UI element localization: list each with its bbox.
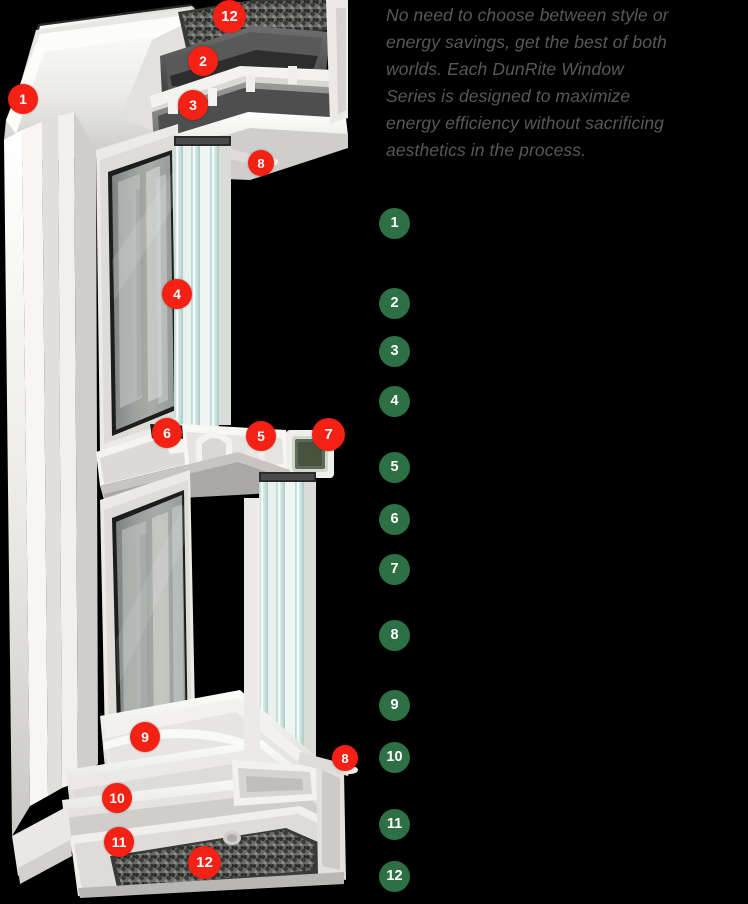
legend-item-3[interactable]: 3 (379, 336, 422, 367)
legend-item-5[interactable]: 5 (379, 452, 422, 483)
exterior-left-slab (12, 806, 72, 884)
intro-paragraph: No need to choose between style or energ… (386, 5, 669, 160)
legend-item-12[interactable]: 12 (379, 861, 422, 892)
upper-sash-group (96, 124, 231, 452)
legend-badge-4: 4 (379, 386, 410, 417)
callout-marker-lower-glazing-bead[interactable]: 8 (332, 745, 358, 771)
legend-badge-12: 12 (379, 861, 410, 892)
callout-marker-upper-glazing-bead[interactable]: 8 (248, 150, 274, 176)
legend-badge-11: 11 (379, 809, 410, 840)
callout-marker-sill-foam-insulation[interactable]: 12 (188, 846, 221, 879)
legend-badge-9: 9 (379, 690, 410, 721)
legend-item-4[interactable]: 4 (379, 386, 422, 417)
legend-badge-7: 7 (379, 554, 410, 585)
head-frame-group (4, 0, 348, 180)
callout-marker-sash-lock[interactable]: 7 (312, 418, 345, 451)
legend-item-1[interactable]: 1 (379, 208, 422, 239)
legend-item-11[interactable]: 11 (379, 809, 422, 840)
legend-item-6[interactable]: 6 (379, 504, 422, 535)
legend-item-2[interactable]: 2 (379, 288, 422, 319)
legend-item-10[interactable]: 10 (379, 742, 422, 773)
left-jamb-group (4, 112, 98, 836)
legend-badge-6: 6 (379, 504, 410, 535)
callout-marker-head-frame-chamber[interactable]: 2 (188, 46, 218, 76)
callout-marker-exterior-frame[interactable]: 1 (8, 84, 38, 114)
legend-badge-3: 3 (379, 336, 410, 367)
legend-badge-8: 8 (379, 620, 410, 651)
callout-marker-sill-slope[interactable]: 10 (102, 783, 132, 813)
callout-marker-head-weatherstrip[interactable]: 3 (178, 90, 208, 120)
legend-badge-2: 2 (379, 288, 410, 319)
callout-marker-meeting-rail-seal[interactable]: 5 (246, 421, 276, 451)
legend-item-9[interactable]: 9 (379, 690, 422, 721)
legend-badge-1: 1 (379, 208, 410, 239)
window-cutaway-illustration (0, 0, 372, 904)
callout-marker-lower-sash-rail[interactable]: 9 (130, 722, 160, 752)
callout-marker-head-foam-insulation[interactable]: 12 (213, 0, 246, 33)
callout-marker-triple-pane-glass[interactable]: 4 (162, 279, 192, 309)
legend-badge-5: 5 (379, 452, 410, 483)
legend-item-7[interactable]: 7 (379, 554, 422, 585)
legend-item-8[interactable]: 8 (379, 620, 422, 651)
callout-marker-meeting-rail-interlock[interactable]: 6 (152, 418, 182, 448)
legend-badge-10: 10 (379, 742, 410, 773)
callout-marker-sill-nose[interactable]: 11 (104, 827, 134, 857)
